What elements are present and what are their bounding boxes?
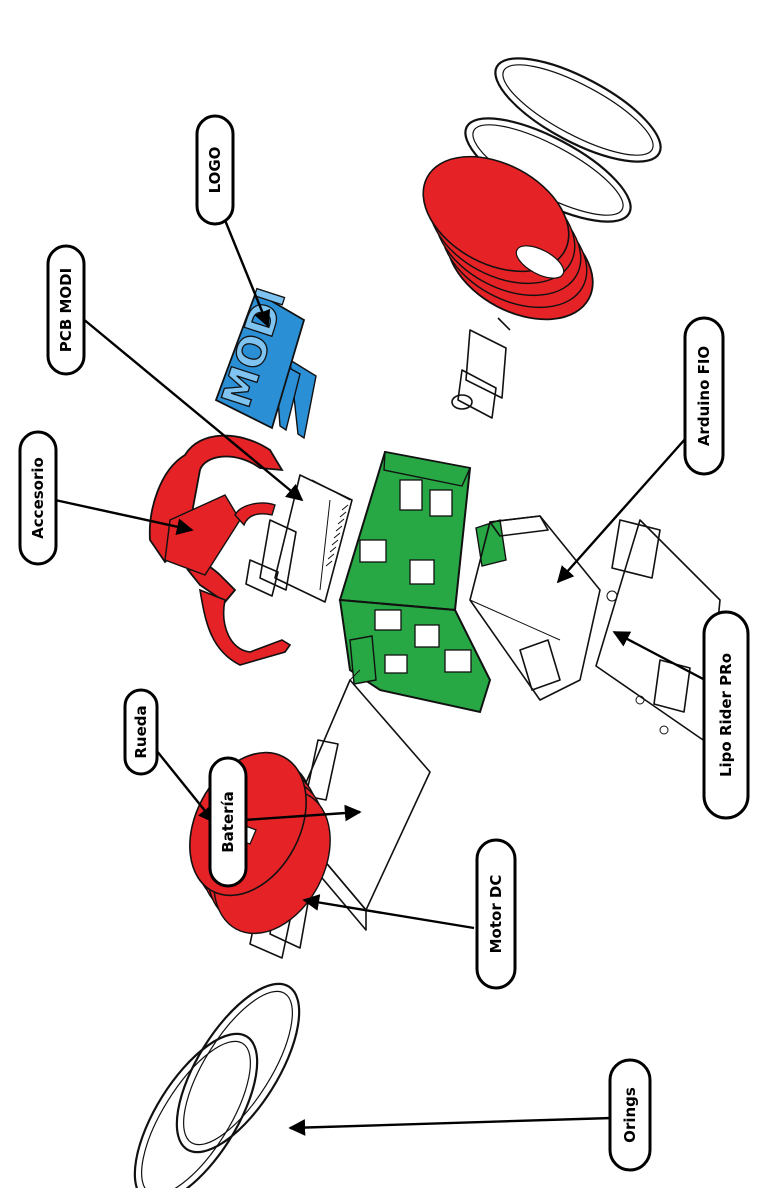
label-logo: LOGO bbox=[195, 114, 235, 226]
label-rueda-text: Rueda bbox=[132, 705, 150, 758]
pcb-modi-part bbox=[245, 474, 353, 603]
label-motor-dc: Motor DC bbox=[475, 838, 517, 990]
label-motor-dc-text: Motor DC bbox=[487, 875, 505, 954]
wheel-top bbox=[422, 155, 594, 321]
wheel-bottom bbox=[189, 751, 331, 935]
label-orings: Orings bbox=[608, 1058, 652, 1172]
oring-top-1 bbox=[494, 57, 662, 163]
arduino-fio-part bbox=[469, 515, 601, 701]
label-lipo-rider-text: Lipo Rider PRo bbox=[717, 653, 735, 777]
label-accesorio: Accesorio bbox=[18, 430, 58, 566]
label-arduino-fio: Arduino FIO bbox=[683, 316, 725, 476]
label-orings-text: Orings bbox=[621, 1087, 639, 1143]
label-rueda: Rueda bbox=[123, 688, 159, 776]
arrow-motor-dc bbox=[302, 894, 475, 930]
label-pcb-modi-text: PCB MODI bbox=[57, 268, 75, 352]
accessory-part bbox=[148, 434, 292, 666]
oring-bottom-2 bbox=[133, 1032, 259, 1188]
label-pcb-modi: PCB MODI bbox=[46, 244, 86, 376]
label-logo-text: LOGO bbox=[206, 147, 224, 194]
logo-part: MODI bbox=[213, 282, 317, 440]
arrow-accesorio bbox=[54, 498, 194, 535]
label-bateria: Batería bbox=[208, 756, 248, 888]
chassis-part bbox=[338, 450, 507, 714]
label-lipo-rider: Lipo Rider PRo bbox=[702, 610, 750, 820]
oring-bottom-1 bbox=[175, 982, 301, 1154]
arrow-arduino-fio bbox=[556, 437, 687, 584]
arrow-pcb-modi bbox=[81, 317, 304, 502]
label-arduino-fio-text: Arduino FIO bbox=[695, 346, 713, 446]
label-accesorio-text: Accesorio bbox=[29, 457, 47, 539]
arrow-bateria bbox=[243, 804, 362, 822]
arrow-orings bbox=[288, 1116, 613, 1136]
label-bateria-text: Batería bbox=[219, 791, 237, 853]
arrow-rueda bbox=[147, 739, 216, 824]
motor-top bbox=[451, 317, 511, 419]
